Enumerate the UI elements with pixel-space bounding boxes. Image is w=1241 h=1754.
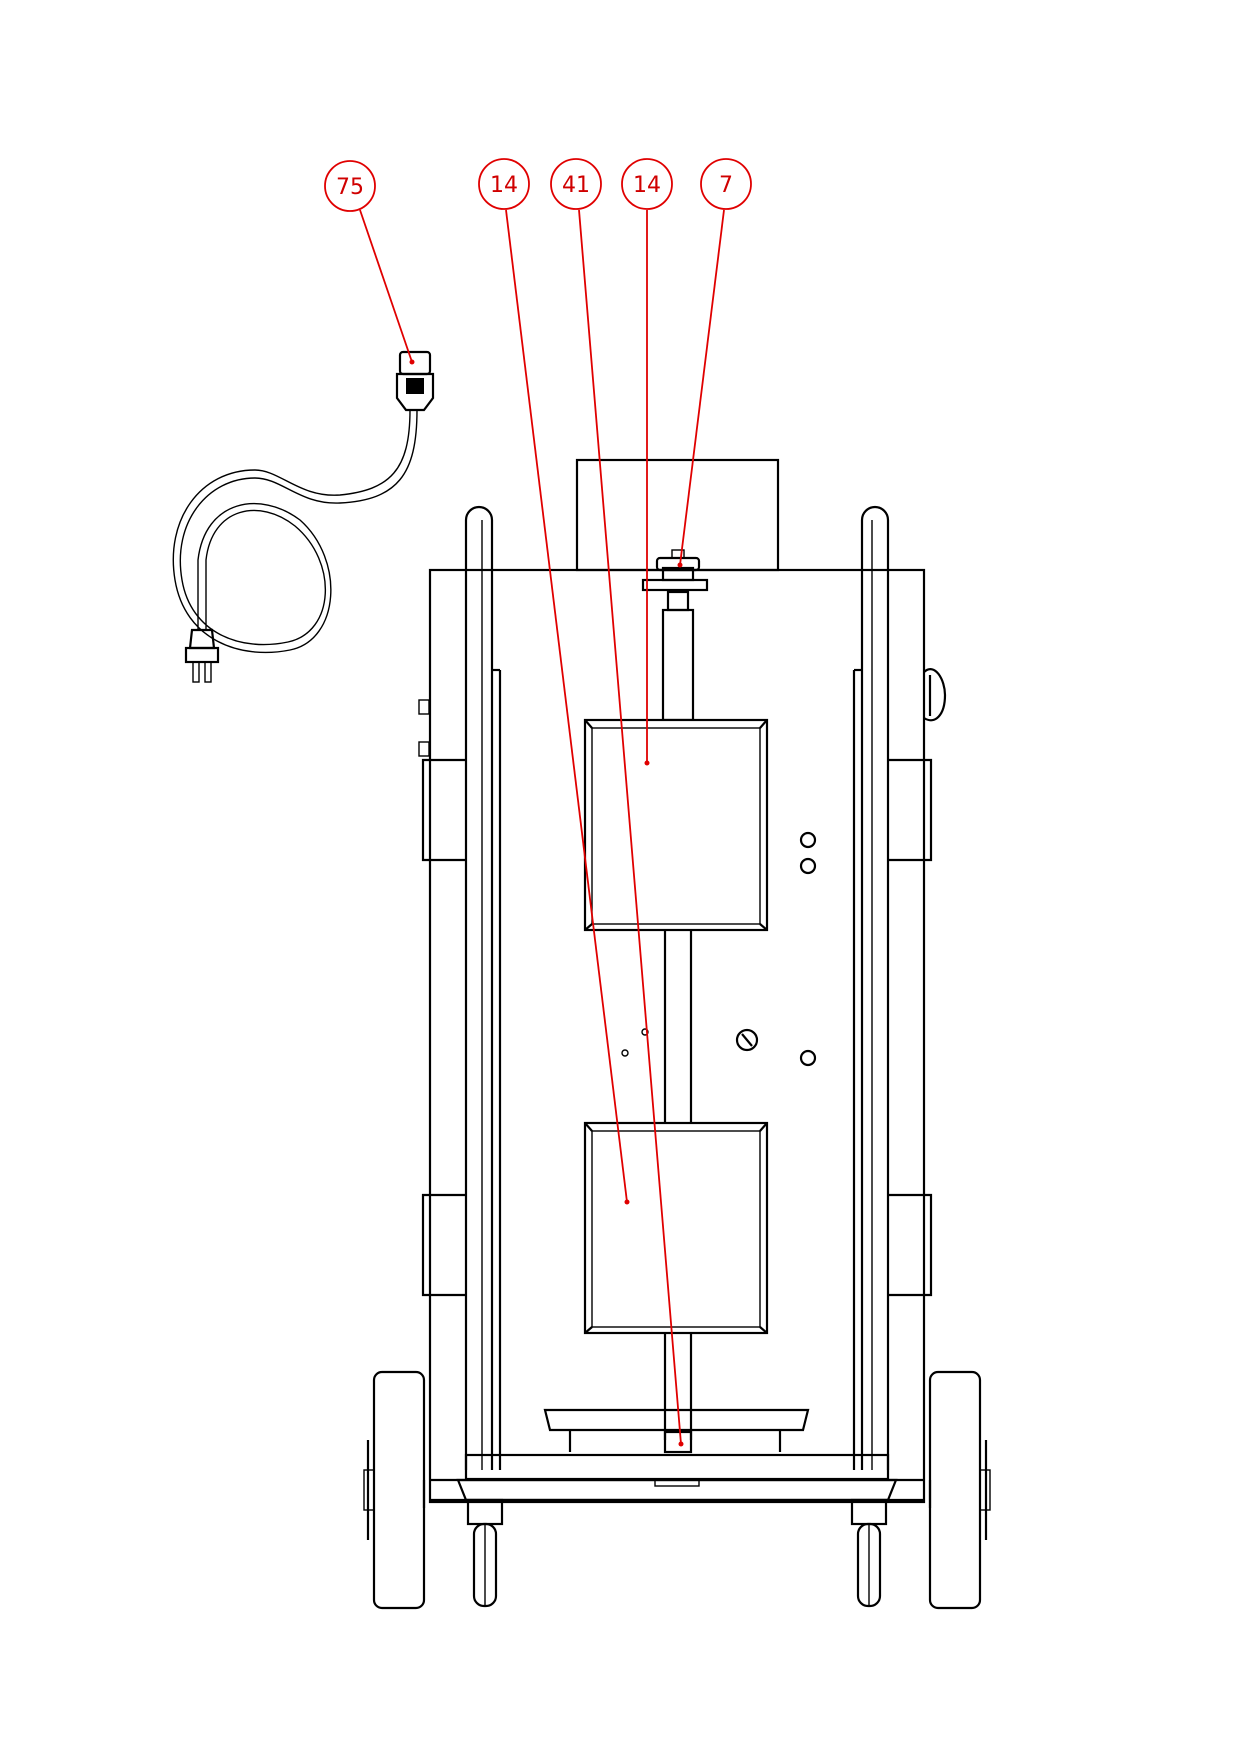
leader-lines <box>359 209 725 1447</box>
callout-label: 7 <box>719 173 733 198</box>
callout-14b: 14 <box>621 158 673 210</box>
callout-41: 41 <box>550 158 602 210</box>
callout-label: 75 <box>336 175 364 200</box>
callout-75: 75 <box>324 160 376 212</box>
callout-label: 41 <box>562 173 590 198</box>
callout-7: 7 <box>700 158 752 210</box>
leader-14a <box>505 209 628 1203</box>
callout-label: 14 <box>490 173 518 198</box>
leader-41 <box>578 209 682 1445</box>
power-cord <box>172 350 435 683</box>
callout-14a: 14 <box>478 158 530 210</box>
callout-label: 14 <box>633 173 661 198</box>
leader-75 <box>359 209 413 363</box>
leader-7 <box>679 209 725 566</box>
cart-frame <box>363 458 991 1610</box>
